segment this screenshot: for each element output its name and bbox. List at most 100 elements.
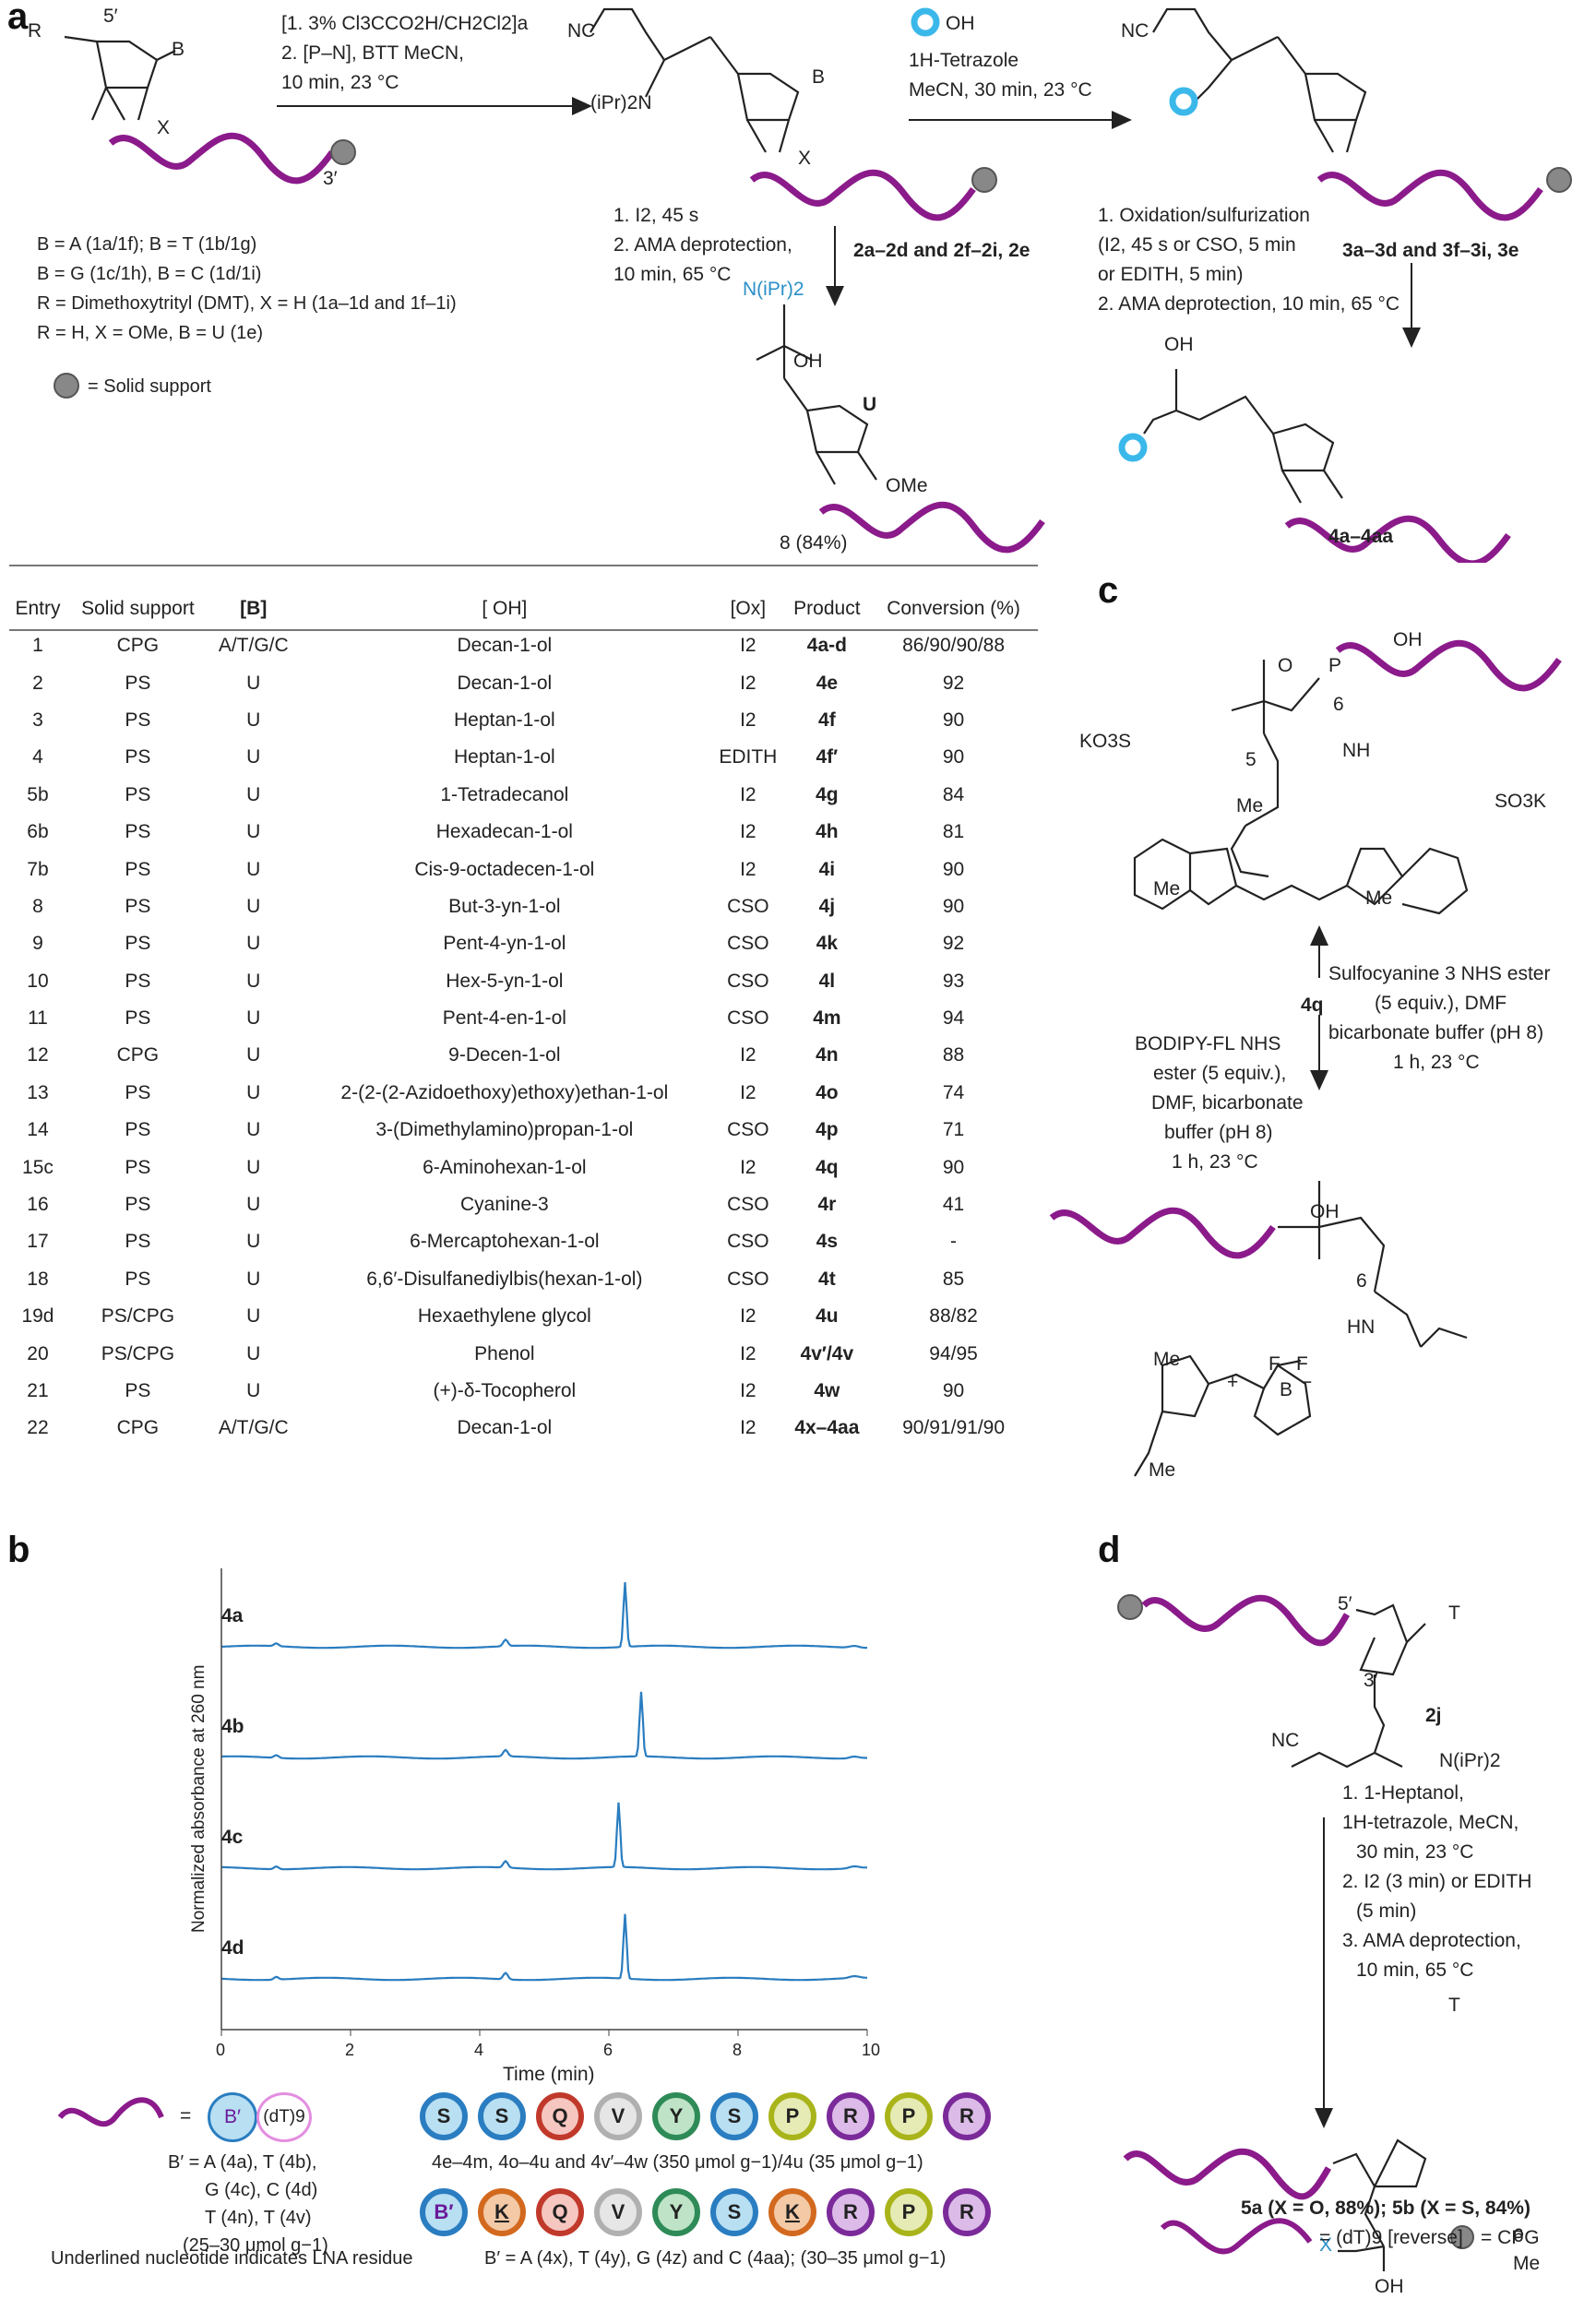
cell-alcohol: Phenol — [474, 1342, 535, 1364]
cell-entry: 4 — [32, 746, 43, 768]
cell-support: PS — [125, 1081, 151, 1103]
cell-support: PS — [125, 783, 151, 805]
residue-label: S — [494, 2104, 509, 2127]
chromatogram-trace-4b — [220, 1691, 868, 1760]
residue-bead: R — [943, 2092, 991, 2140]
cell-conversion: 90 — [942, 746, 965, 768]
bodipy-me-2: Me — [1149, 1459, 1176, 1481]
cell-conversion: 86/90/90/88 — [902, 635, 1006, 657]
dt9-bead-icon: (dT)9 — [256, 2092, 312, 2142]
compound-4-structure — [1143, 369, 1343, 504]
cell-support: CPG — [116, 635, 160, 657]
compound-8-label: 8 (84%) — [780, 532, 848, 554]
cell-conversion: 88/82 — [929, 1305, 978, 1328]
oligo-bottom-d — [1123, 2148, 1332, 2200]
d-ipr-label: N(iPr)2 — [1439, 1750, 1501, 1771]
residue-bead: K — [478, 2188, 526, 2236]
cell-product: 4m — [813, 1007, 841, 1030]
cell-alcohol: 1-Tetradecanol — [440, 783, 569, 805]
cell-oxidant: I2 — [740, 783, 756, 805]
cell-alcohol: Heptan-1-ol — [453, 709, 555, 731]
cell-product: 4k — [816, 933, 839, 955]
chromatogram-trace-4d — [220, 1913, 868, 1982]
cell-oxidant: I2 — [740, 635, 756, 657]
residue-bead: R — [827, 2188, 875, 2236]
cell-conversion: 92 — [942, 672, 965, 694]
bprime-legend-line1: B′ = A (4a), T (4b), — [168, 2152, 317, 2173]
cell-entry: 21 — [27, 1380, 49, 1401]
reagent-cy3-line2: (5 equiv.), DMF — [1375, 993, 1507, 1014]
cpg-legend-icon — [1450, 2225, 1474, 2249]
condition-step2-line2: MeCN, 30 min, 23 °C — [909, 79, 1092, 101]
cell-base: U — [246, 783, 261, 805]
bodipy-b-label: B — [1280, 1379, 1293, 1400]
d-legend-cpg: = CPG — [1481, 2227, 1540, 2248]
cell-product: 4u — [816, 1305, 839, 1328]
cell-oxidant: I2 — [740, 672, 756, 694]
bodipy-oh-label: OH — [1310, 1201, 1340, 1222]
residue-label: Q — [552, 2200, 568, 2223]
alcohol-bead-icon — [911, 7, 940, 37]
reagent-bodipy-line4: buffer (pH 8) — [1164, 1122, 1273, 1143]
cell-conversion: 90 — [942, 1156, 965, 1178]
cell-alcohol: Hexaethylene glycol — [417, 1305, 591, 1328]
cell-product: 4x–4aa — [794, 1417, 860, 1439]
cell-oxidant: CSO — [727, 1119, 769, 1141]
cell-conversion: 94/95 — [929, 1342, 978, 1364]
cell-conversion: 85 — [942, 1268, 965, 1290]
cy3-oh-label: OH — [1393, 629, 1423, 650]
phosphoramidite-ipr-label: (iPr)2N — [590, 92, 652, 113]
condition-step4-line3: or EDITH, 5 min) — [1098, 264, 1244, 285]
cell-support: PS/CPG — [101, 1305, 175, 1328]
compound-5-structure — [1332, 2138, 1427, 2271]
residue-bead: Q — [536, 2188, 584, 2236]
phosphoramidite-B-label: B — [812, 66, 826, 88]
cell-entry: 2 — [32, 672, 43, 694]
cell-product: 4p — [816, 1119, 839, 1141]
cell-conversion: 90 — [942, 858, 965, 880]
oligo-strand-3 — [1316, 169, 1543, 221]
peptide-sequence-1-caption: 4e–4m, 4o–4u and 4v′–4w (350 μmol g−1)/4… — [432, 2152, 923, 2173]
cell-base: U — [246, 1342, 261, 1364]
cell-alcohol: Cyanine-3 — [459, 1194, 549, 1216]
cell-product: 4t — [818, 1268, 836, 1290]
solid-support-legend-icon — [54, 373, 79, 399]
cell-entry: 5b — [27, 783, 49, 805]
reagent-cy3-line4: 1 h, 23 °C — [1393, 1052, 1480, 1073]
cell-alcohol: Pent-4-yn-1-ol — [443, 933, 566, 955]
x-tick-label: 10 — [862, 2041, 881, 2059]
cell-entry: 15c — [22, 1156, 54, 1178]
table-header-row: Entry Solid support [B] [ OH] [Ox] Produ… — [9, 590, 1038, 627]
col-oxidant: [Ox] — [730, 598, 767, 619]
cell-oxidant: CSO — [727, 895, 769, 917]
alcohol-bead-on-3 — [1169, 87, 1198, 116]
cell-oxidant: I2 — [740, 858, 756, 880]
cell-entry: 6b — [27, 821, 49, 843]
cell-conversion: 90 — [942, 1380, 965, 1401]
residue-label: P — [901, 2200, 916, 2223]
residue-bead: K — [768, 2188, 816, 2236]
cell-conversion: 94 — [942, 1007, 965, 1030]
panel-label-c: c — [1098, 570, 1119, 611]
cell-alcohol: Heptan-1-ol — [453, 746, 555, 768]
cell-base: U — [246, 1119, 261, 1141]
dt9-label: (dT)9 — [263, 2107, 305, 2126]
bodipy-minus: − — [1301, 1372, 1313, 1393]
d-3prime-label: 3′ — [1364, 1670, 1378, 1691]
bodipy-f1: F — [1268, 1353, 1280, 1375]
cell-entry: 19d — [21, 1305, 54, 1328]
oligo-bodipy — [1049, 1207, 1276, 1259]
residue-label: V — [611, 2104, 625, 2127]
cell-entry: 18 — [27, 1268, 49, 1290]
cell-base: U — [246, 821, 261, 843]
condition-step1-line3: 10 min, 23 °C — [281, 72, 399, 93]
cell-product: 4f — [818, 709, 836, 731]
phosphoramidite-X-label: X — [798, 148, 812, 169]
residue-bead: Y — [652, 2092, 700, 2140]
residue-bead: Y — [652, 2188, 700, 2236]
